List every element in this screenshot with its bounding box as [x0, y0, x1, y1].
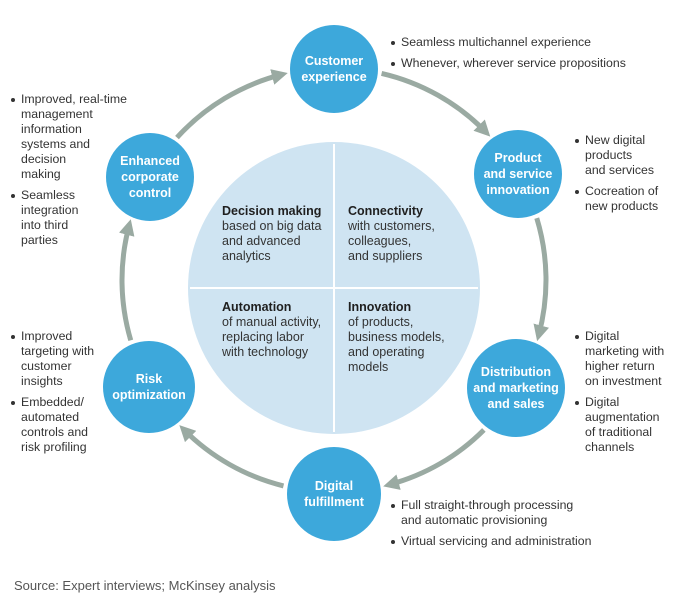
quadrant-title: Connectivity [348, 204, 424, 218]
arrow-to-distribution [533, 217, 549, 342]
arrow-to-fulfillment [383, 428, 486, 490]
source-note: Source: Expert interviews; McKinsey anal… [14, 578, 276, 593]
node-circle-customer-experience [290, 25, 378, 113]
bullet-item: Virtual servicing and administration [390, 534, 591, 549]
node-circle-distribution-marketing-sales [467, 339, 565, 437]
node-circle-risk-optimization [103, 341, 195, 433]
quadrant-automation: Automation of manual activity,replacing … [222, 300, 321, 360]
quadrant-connectivity: Connectivity with customers,colleagues,a… [348, 204, 435, 264]
arrow-to-corporate-control [118, 219, 135, 342]
quadrant-title: Automation [222, 300, 292, 314]
quadrant-body: of products,business models,and operatin… [348, 315, 445, 374]
bullet-item: Seamless multichannel experience [390, 35, 626, 50]
quadrant-innovation: Innovation of products,business models,a… [348, 300, 445, 375]
node-circle-enhanced-corporate-control [106, 133, 194, 221]
quadrant-body: with customers,colleagues,and suppliers [348, 219, 435, 263]
arrow-to-risk [179, 425, 285, 489]
quadrant-title: Innovation [348, 300, 412, 314]
bullet-item: Whenever, wherever service propositions [390, 56, 626, 71]
bullets-customer-experience: Seamless multichannel experience Wheneve… [390, 35, 626, 77]
quadrant-title: Decision making [222, 204, 322, 218]
arrow-to-product-innovation [381, 70, 491, 137]
node-circle-product-service-innovation [474, 130, 562, 218]
arrow-to-customer-experience [175, 69, 288, 140]
node-circle-digital-fulfillment [287, 447, 381, 541]
